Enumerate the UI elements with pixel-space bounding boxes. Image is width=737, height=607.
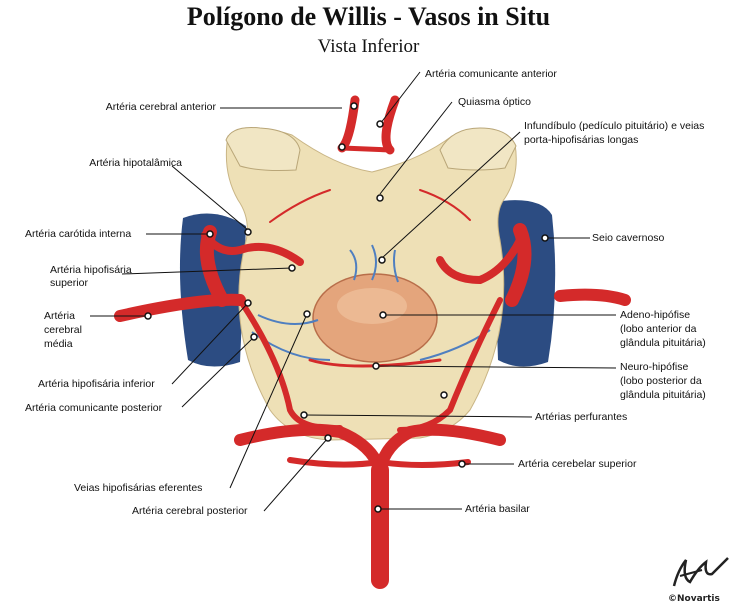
label-hipofisaria-sup-1: Artéria hipofisária [50,264,132,276]
label-adeno-1: Adeno-hipófise [620,309,691,321]
label-neuro-2: (lobo posterior da [620,375,702,387]
signature-glyph [672,557,729,587]
label-adeno-2: (lobo anterior da [620,323,697,335]
label-comunicante-posterior: Artéria comunicante posterior [25,402,163,414]
label-veias-eferentes: Veias hipofisárias eferentes [74,482,203,494]
label-neuro-3: glândula pituitária) [620,389,706,401]
copyright-text: ©Novartis [668,594,720,604]
label-hipotalamica: Artéria hipotalâmica [89,157,182,169]
label-cerebral-anterior: Artéria cerebral anterior [105,101,216,113]
label-hipofisaria-sup-2: superior [50,277,88,289]
diagram-title: Polígono de Willis - Vasos in Situ [186,2,551,31]
label-quiasma: Quiasma óptico [458,96,531,108]
artist-signature: ©Novartis [668,548,734,604]
label-perfurantes: Artérias perfurantes [535,411,628,423]
left-optic-nerve [225,127,301,171]
label-carotida: Artéria carótida interna [25,228,132,240]
label-hipofisaria-inf: Artéria hipofisária inferior [38,378,155,390]
label-seio: Seio cavernoso [592,232,665,244]
label-infundibulo-2: porta-hipofisárias longas [524,134,639,146]
arteries [114,95,631,589]
label-adeno-3: glândula pituitária) [620,337,706,349]
label-infundibulo-1: Infundíbulo (pedículo pituitário) e veia… [524,120,705,132]
right-optic-nerve [439,127,517,171]
label-neuro-1: Neuro-hipófise [620,361,689,373]
label-basilar: Artéria basilar [465,503,530,515]
label-cerebelar-sup: Artéria cerebelar superior [518,458,637,470]
label-cerebral-media-2: cerebral [44,324,82,336]
pointer-markers [144,102,549,513]
diagram-subtitle: Vista Inferior [317,36,420,57]
leader-lines [90,71,617,512]
label-comunicante-anterior: Artéria comunicante anterior [425,68,557,80]
label-cerebral-media-3: média [44,338,73,350]
label-cerebral-media-1: Artéria [44,310,75,322]
label-cerebral-posterior: Artéria cerebral posterior [132,505,248,517]
